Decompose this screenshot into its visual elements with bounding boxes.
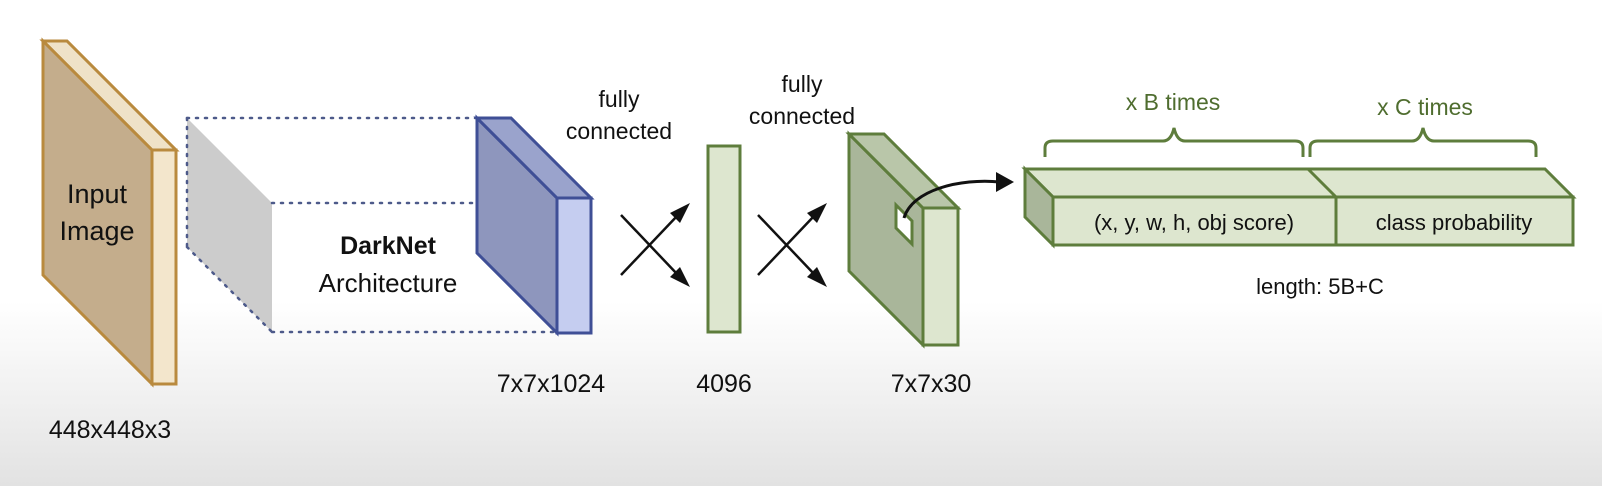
c-times-label: x C times	[1377, 94, 1473, 120]
class-probability-section	[1334, 195, 1575, 247]
cell-to-vector-arrow-icon	[902, 172, 1014, 219]
darknet-dotted-box	[185, 116, 559, 334]
output-tensor-block	[845, 130, 962, 349]
darknet-input-plane	[187, 118, 272, 332]
input-image-block: Input Image	[39, 37, 180, 388]
dense-layer-bar	[706, 144, 742, 334]
fc2-label-line1: fully	[782, 71, 823, 97]
output-vector: (x, y, w, h, obj score) class probabilit…	[1021, 165, 1577, 249]
output-tensor-side	[921, 206, 960, 347]
input-image-label-line2: Image	[59, 216, 134, 246]
darknet-subtitle: Architecture	[319, 268, 458, 298]
feature-map-side	[555, 196, 593, 335]
c-times-brace-icon	[1308, 127, 1538, 157]
output-cell-highlight	[894, 201, 914, 248]
fc1-label-line2: connected	[566, 118, 672, 144]
input-dims-label: 448x448x3	[49, 416, 171, 444]
b-times-brace-icon	[1043, 127, 1305, 157]
darknet-title: DarkNet	[340, 232, 437, 260]
feature-map-dims: 7x7x1024	[497, 370, 606, 398]
output-vector-top	[1021, 167, 1577, 199]
bbox-section-label: (x, y, w, h, obj score)	[1094, 210, 1294, 235]
vector-divider	[1306, 167, 1338, 199]
vector-length-label: length: 5B+C	[1256, 274, 1384, 299]
class-probability-label: class probability	[1376, 210, 1533, 235]
fc1-cross-arrows-icon	[620, 203, 690, 287]
fc2-label-line2: connected	[749, 103, 855, 129]
dense-layer-dims: 4096	[696, 370, 752, 398]
fc2-cross-arrows-icon	[757, 203, 827, 287]
output-tensor-dims: 7x7x30	[891, 370, 972, 398]
feature-map-block	[473, 114, 595, 337]
input-image-label-line1: Input	[67, 179, 128, 209]
fc1-label-line1: fully	[599, 86, 640, 112]
b-times-label: x B times	[1126, 89, 1221, 115]
input-image-side	[150, 148, 178, 386]
